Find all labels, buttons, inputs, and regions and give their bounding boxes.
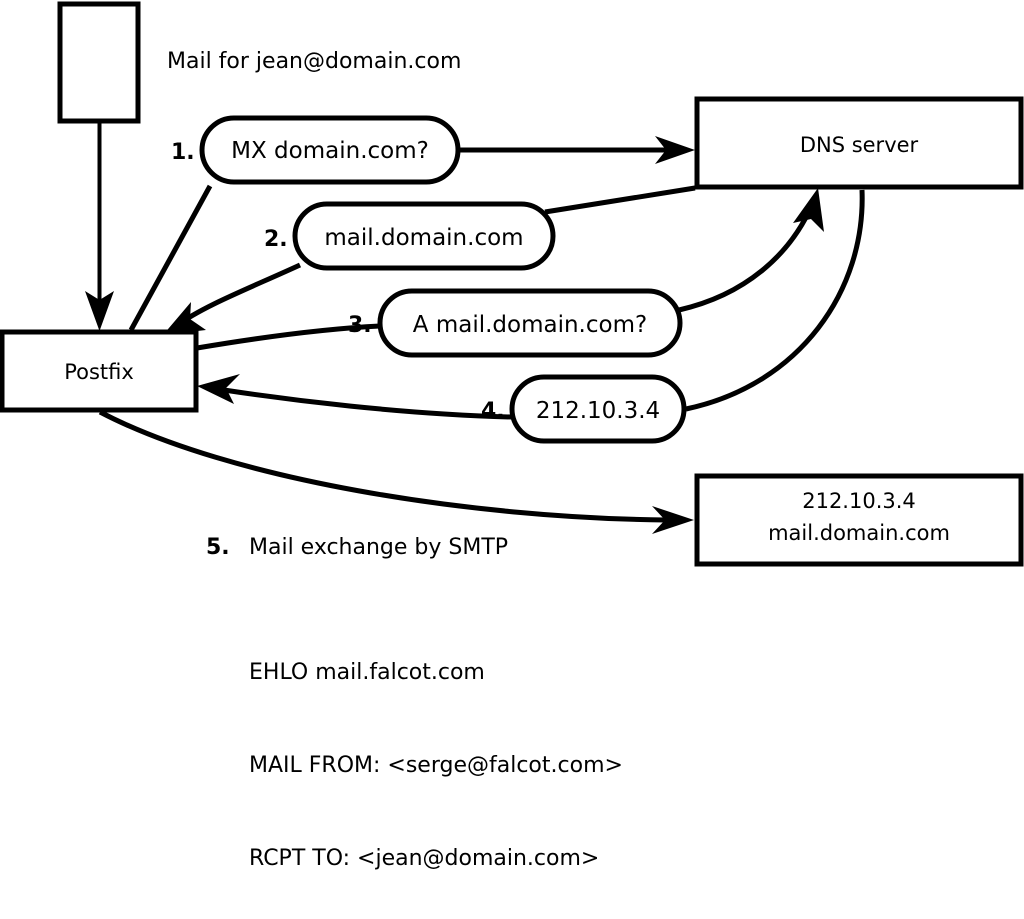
step-2-number: 2. xyxy=(264,227,288,252)
dns-server-label: DNS server xyxy=(800,133,919,157)
step-4-number: 4. xyxy=(481,399,505,424)
mailserver-node[interactable]: 212.10.3.4 mail.domain.com xyxy=(694,473,1024,567)
edge-dns-to-ip-pill xyxy=(685,189,865,412)
edge-mx-pill-to-dns xyxy=(458,136,695,164)
step-1-number: 1. xyxy=(171,140,195,165)
edge-a-pill-to-dns xyxy=(678,188,824,313)
step-1-pill[interactable]: MX domain.com? xyxy=(199,115,461,185)
step-3-pill[interactable]: A mail.domain.com? xyxy=(377,288,683,358)
smtp-transcript: EHLO mail.falcot.com MAIL FROM: <serge@f… xyxy=(249,595,623,919)
postfix-node[interactable]: Postfix xyxy=(0,329,199,413)
edge-ip-pill-to-postfix xyxy=(197,374,512,420)
step-1-label: MX domain.com? xyxy=(231,138,429,164)
step-2-pill[interactable]: mail.domain.com xyxy=(292,201,556,271)
smtp-line: RCPT TO: <jean@domain.com> xyxy=(249,846,600,871)
edge-client-to-postfix xyxy=(85,122,114,331)
step-3-number: 3. xyxy=(348,313,372,338)
edge-dns-to-maildomain-pill xyxy=(544,185,696,215)
edge-postfix-to-mailserver xyxy=(98,409,694,534)
step-5-label: Mail exchange by SMTP xyxy=(249,535,508,560)
step-2-label: mail.domain.com xyxy=(324,225,523,251)
smtp-line: MAIL FROM: <serge@falcot.com> xyxy=(249,753,623,778)
step-5-number: 5. xyxy=(206,535,230,560)
postfix-label: Postfix xyxy=(64,360,134,384)
mailserver-ip-label: 212.10.3.4 xyxy=(802,489,916,513)
step-3-label: A mail.domain.com? xyxy=(413,312,647,338)
mail-for-caption: Mail for jean@domain.com xyxy=(167,49,461,74)
edge-postfix-to-a-pill xyxy=(196,323,381,351)
edge-postfix-to-mx-pill xyxy=(128,184,213,332)
client-box[interactable] xyxy=(57,1,141,124)
smtp-line: EHLO mail.falcot.com xyxy=(249,660,485,685)
mailserver-host-label: mail.domain.com xyxy=(768,521,950,545)
step-4-pill[interactable]: 212.10.3.4 xyxy=(509,374,687,444)
edge-maildomain-pill-to-postfix xyxy=(163,262,302,335)
dns-server-node[interactable]: DNS server xyxy=(694,96,1024,190)
step-4-label: 212.10.3.4 xyxy=(536,398,660,424)
